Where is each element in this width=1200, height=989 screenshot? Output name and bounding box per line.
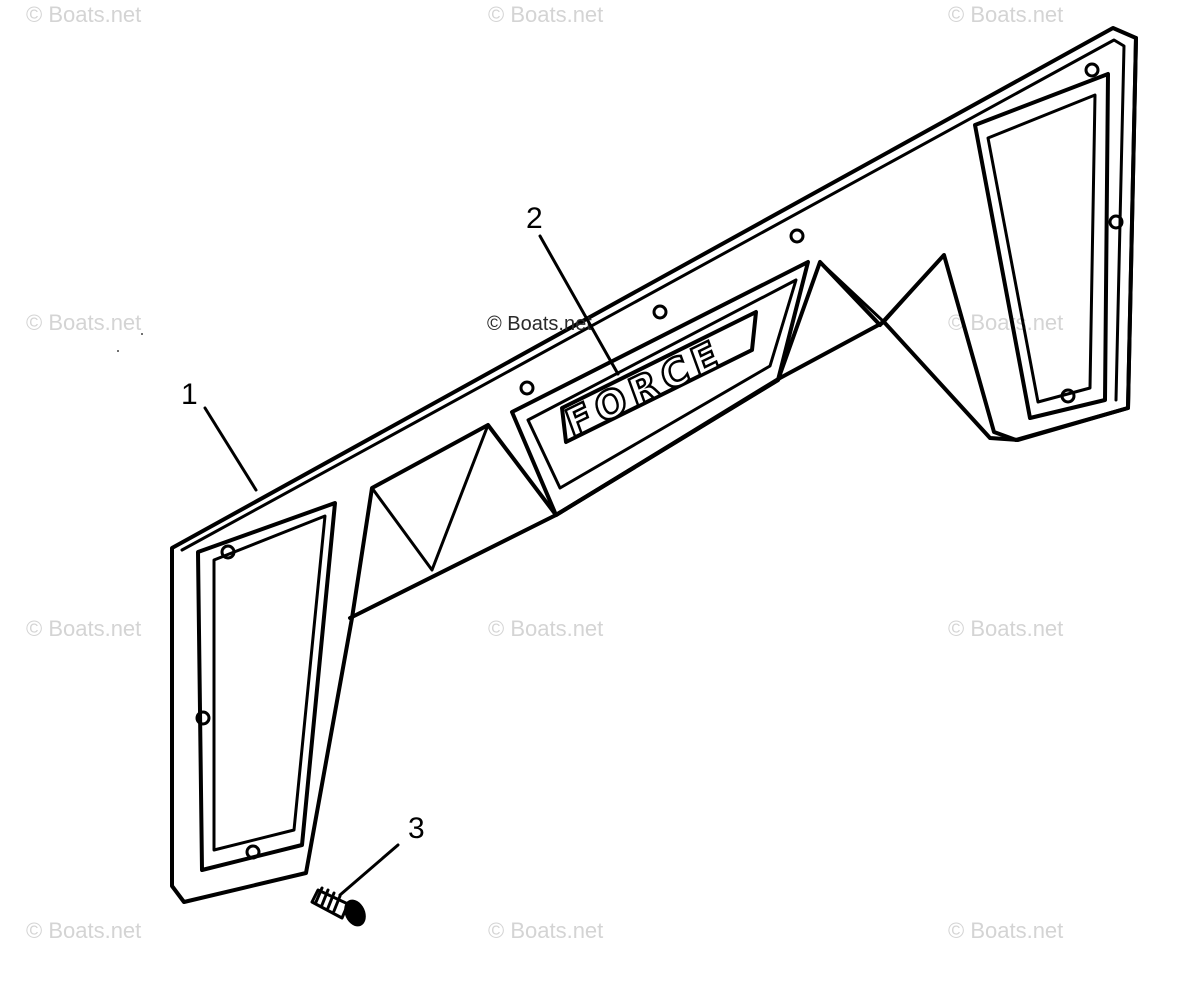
left-gusset <box>370 423 490 572</box>
emblem-plate <box>560 310 758 444</box>
panel-rim <box>180 38 1126 552</box>
left-window-inner <box>212 514 327 852</box>
hole-icon <box>1108 214 1124 230</box>
panel-outline <box>170 26 1138 904</box>
part-1-panel <box>170 26 1138 904</box>
hole-icon <box>220 544 236 560</box>
watermark: © Boats.net <box>26 310 141 335</box>
hole-icon <box>245 844 261 860</box>
right-window-inner <box>986 93 1097 404</box>
callout-1: 1 <box>181 378 198 411</box>
watermark: © Boats.net <box>488 616 603 641</box>
callout-3: 3 <box>408 812 425 845</box>
watermark: © Boats.net <box>948 616 1063 641</box>
watermark-layer: © Boats.net © Boats.net © Boats.net © Bo… <box>26 2 1063 943</box>
part-3-screw <box>310 886 366 927</box>
leader-line-2 <box>538 234 620 376</box>
hole-icon <box>652 304 668 320</box>
callouts: 1 2 3 <box>181 202 543 845</box>
callout-2: 2 <box>526 202 543 235</box>
watermark: © Boats.net <box>26 616 141 641</box>
watermark: © Boats.net <box>488 2 603 27</box>
hole-icon <box>519 380 535 396</box>
hole-icon <box>789 228 805 244</box>
scan-dot <box>117 350 119 352</box>
hole-icon <box>1084 62 1100 78</box>
leader-line-3 <box>338 843 400 897</box>
emblem-text: FORCE <box>560 330 729 447</box>
right-gusset <box>818 253 946 324</box>
watermark: © Boats.net <box>948 2 1063 27</box>
leader-lines <box>203 234 620 897</box>
leader-line-1 <box>203 406 258 492</box>
watermark: © Boats.net <box>488 918 603 943</box>
right-window-outer <box>973 72 1110 420</box>
watermark: © Boats.net <box>26 2 141 27</box>
left-window-outer <box>196 501 337 872</box>
emblem-recess-outer <box>510 260 810 517</box>
hole-icon <box>1060 388 1076 404</box>
scan-dot <box>141 333 143 335</box>
emblem-recess-inner <box>526 278 798 490</box>
watermark-center: © Boats.net <box>487 313 592 335</box>
screw-head <box>344 899 366 927</box>
watermark: © Boats.net <box>26 918 141 943</box>
hole-icon <box>195 710 211 726</box>
mounting-holes <box>195 62 1124 860</box>
watermark: © Boats.net <box>948 918 1063 943</box>
screw-thread <box>314 886 342 913</box>
